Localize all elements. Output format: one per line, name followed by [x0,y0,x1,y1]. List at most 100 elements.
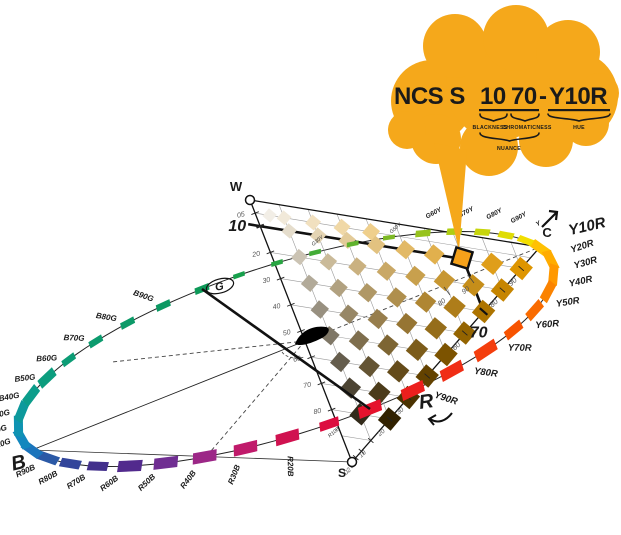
hue-swatch-R10B [319,416,340,432]
guide-tick [467,274,475,284]
ncs-notation-prefix: NCS S [394,83,465,110]
white-vertex-label: W [230,179,243,194]
triangle-swatch-30-30 [357,282,378,303]
hue-label-Y80R: Y80R [473,366,498,380]
black-vertex-label: S [338,466,346,480]
hue-swatch-R50B [153,455,179,470]
cloud-bump [483,5,549,71]
dashed-guide-down [204,340,306,459]
hue-swatch-R20B [275,428,300,447]
hue-swatch-G30Y [309,248,322,257]
ncs-blackness-value: 10 [480,83,506,110]
triangle-swatch-40-50 [424,317,448,340]
guide-tick [443,286,451,296]
hue-swatch-B40G [22,383,41,407]
hue-swatch-G50Y [382,234,395,241]
hue-swatch-R60B [117,459,143,473]
blackness-caption: BLACKNESS [473,125,508,131]
blackness-tick [266,250,275,255]
blackness-tick-label: 60 [293,355,302,363]
hue-label-G: G [214,280,225,293]
blackness-tick-label: 70 [303,381,312,389]
blackness-tick [256,223,265,229]
hue-swatch-Y30R [548,263,559,286]
cloud-bump [460,118,518,176]
hue-label-B70G: B70G [63,333,84,343]
hue-swatch-R80B [58,457,82,470]
chromaticness-tick [424,373,431,379]
chromaticness-tick-label: 20 [376,428,387,439]
blackness-tick-label: 30 [262,277,271,285]
triangle-edge [249,199,541,248]
triangle-swatch-60-30 [386,360,410,383]
angle-arc [281,351,305,359]
chromaticness-bold-label: 70 [470,325,488,342]
hue-swatch-Y80R [439,359,464,382]
callout-pointer [434,143,467,251]
hue-swatch-G10Y [233,270,245,280]
blackness-tick-label: 20 [251,250,261,259]
blackness-tick [327,407,336,412]
grid-chromaticness-line [278,204,372,441]
hue-swatch-B30G [13,399,30,424]
triangle-swatch-5-5 [262,208,277,223]
g-hue-ellipse [205,277,235,295]
chromaticness-tick [367,437,374,444]
hue-swatch-B90G [155,299,171,312]
triangle-swatch-10-50 [395,239,415,260]
chromaticness-caption: CHROMATICNESS [502,125,552,131]
triangle-swatch-30-40 [386,287,407,308]
hue-swatch-B50G [37,367,57,389]
chromaticness-tick-label: 02 [343,466,353,476]
blackness-tick [286,302,295,307]
triangle-swatch-10-60 [423,244,445,265]
hue-swatch-B80G [120,316,136,330]
hue-label-R60B: R60B [98,474,120,494]
triangle-swatch-30-50 [414,291,437,313]
hue-label-Y20R: Y20R [569,238,595,256]
hue-label-B80G: B80G [95,311,117,323]
b-c-axis-solid [31,340,306,451]
triangle-swatch-50-30 [377,334,399,356]
hue-label-R30B: R30B [226,463,242,486]
highlighted-swatch [449,245,475,271]
triangle-swatch-20-70 [462,274,485,297]
triangle-swatch-5-30 [333,218,351,236]
grid-blackness-line [341,435,371,441]
chromaticness-brace [510,113,540,122]
hue-swatch-Y60R [503,319,524,341]
triangle-swatch-50-50 [434,342,458,367]
triangle-swatch-20-10 [291,248,308,266]
hue-label-B: B [9,451,28,476]
chromaticness-tick [461,330,468,336]
hue-swatch-Y [516,235,535,246]
center-lens [295,326,329,346]
nuance-brace [479,132,540,142]
cloud-bump [536,20,600,84]
triangle-swatch-40-20 [339,304,359,324]
g-r-diameter [201,287,371,411]
cloud-bump [423,14,487,78]
hue-swatch-Y90R [400,379,425,402]
hue-label-B30G: B30G [0,408,11,422]
triangle-swatch-10-40 [366,235,386,255]
c-axis-arrow [541,209,559,228]
hue-label-G90Y: G90Y [510,211,529,225]
triangle-swatch-10-80 [480,252,504,276]
hue-label-Y30R: Y30R [573,255,599,272]
guide-tick-label: 90 [461,286,472,296]
ncs-dash: - [539,83,547,110]
hue-label-B90G: B90G [132,288,155,303]
triangle-swatch-20-50 [405,265,426,287]
triangle-swatch-70-10 [339,377,362,399]
triangle-swatch-10-10 [281,223,297,239]
nuance-underline [479,109,539,112]
blackness-tick [297,329,305,333]
cloud-bump [563,100,609,146]
hue-label-R80B: R80B [37,469,59,487]
hue-swatch-B70G [88,334,104,349]
hue-brace [547,113,611,122]
ncs-hue-value: Y10R [549,83,607,110]
dashed-guide-left [111,340,306,363]
